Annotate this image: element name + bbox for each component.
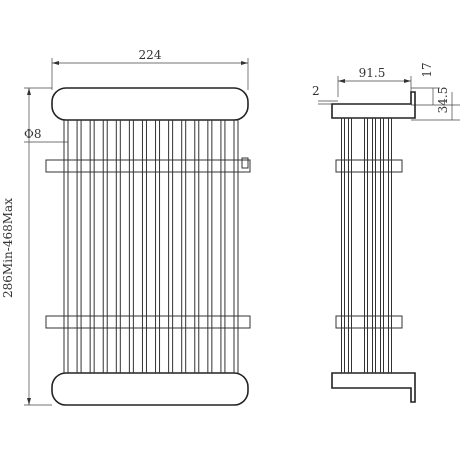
bracket-height-label: 17 bbox=[420, 62, 434, 77]
bottom-bracket bbox=[331, 372, 416, 403]
top-cap bbox=[51, 87, 249, 121]
front-view: 224 286Min-468Max Φ8 bbox=[1, 48, 251, 406]
total-height-label: 34.5 bbox=[436, 87, 450, 114]
side-knob bbox=[241, 157, 249, 169]
right-vertical-dimensions: 17 34.5 bbox=[411, 62, 460, 121]
side-clamp-bands bbox=[335, 159, 403, 329]
diameter-label: Φ8 bbox=[24, 127, 41, 141]
depth-dimension: 91.5 bbox=[337, 66, 412, 97]
diameter-callout: Φ8 bbox=[24, 127, 68, 143]
thickness-dimension: 2 bbox=[312, 84, 338, 105]
depth-label: 91.5 bbox=[359, 66, 386, 80]
bottom-cap bbox=[51, 372, 249, 406]
side-view: 91.5 17 34.5 2 bbox=[312, 62, 460, 403]
height-label: 286Min-468Max bbox=[1, 198, 15, 298]
width-label: 224 bbox=[139, 48, 162, 62]
width-dimension: 224 bbox=[51, 48, 249, 90]
side-bars bbox=[341, 118, 392, 373]
height-dimension: 286Min-468Max bbox=[1, 87, 52, 406]
clamp-bands bbox=[45, 159, 251, 329]
front-bars bbox=[63, 120, 239, 373]
top-bracket bbox=[331, 91, 416, 119]
thickness-label: 2 bbox=[312, 84, 320, 98]
